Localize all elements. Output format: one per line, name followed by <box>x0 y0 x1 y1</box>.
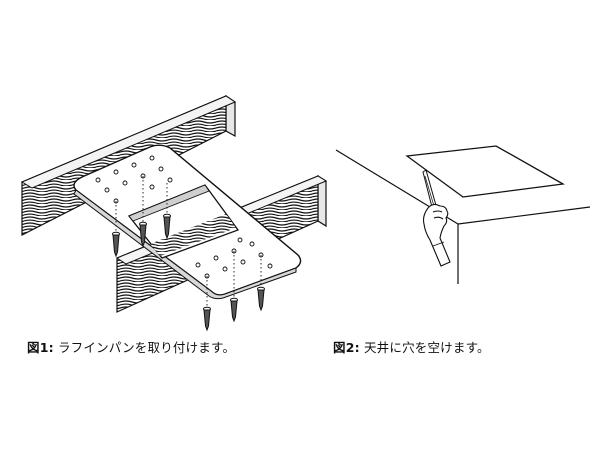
ceiling-board <box>405 145 566 198</box>
screw <box>139 221 147 248</box>
screw <box>163 213 171 240</box>
screw <box>257 286 265 312</box>
figure-1-rough-in-pan-diagram <box>20 94 328 332</box>
screw <box>230 297 238 323</box>
screw <box>112 231 120 258</box>
figure-1-number: 図1: <box>27 340 54 355</box>
hand-icon <box>422 203 451 267</box>
figure-2-caption: 図2: 天井に穴を空けます。 <box>333 337 490 356</box>
mounting-screws <box>112 213 265 332</box>
screw-guide-lines <box>115 176 262 307</box>
figure-2-number: 図2: <box>333 340 360 355</box>
screw <box>203 306 211 332</box>
screw-holes <box>95 155 273 279</box>
plate-cutout <box>127 184 240 259</box>
figure-2-text: 天井に穴を空けます。 <box>363 340 490 355</box>
figure-1-text: ラフインパンを取り付けます。 <box>57 340 236 355</box>
figure-1-caption: 図1: ラフインパンを取り付けます。 <box>27 337 235 356</box>
figure-2-ceiling-cut-diagram <box>335 145 591 284</box>
